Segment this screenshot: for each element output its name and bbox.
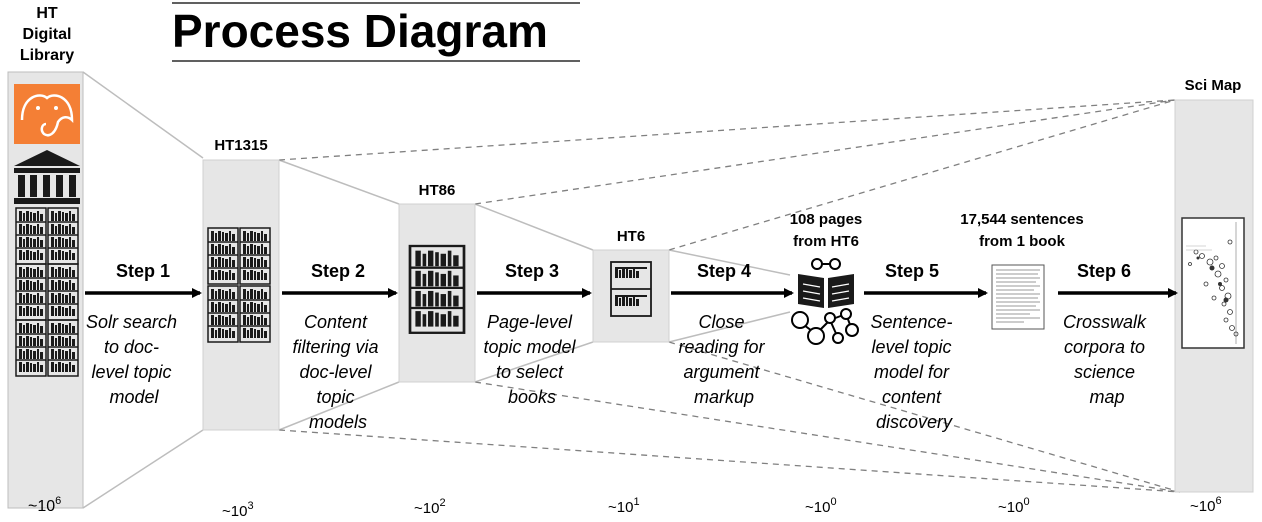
step-4-label: Step 4 — [697, 261, 751, 281]
stage-magnitude: ~102 — [414, 497, 446, 517]
stage-label-line2: from 1 book — [979, 233, 1065, 250]
stage-ht6: HT6 ~101 — [592, 228, 670, 516]
stage-sci-map: Sci Map ~106 — [1174, 77, 1254, 515]
stage-label-line1: 17,544 sentences — [960, 211, 1083, 228]
step-6-description: Crosswalk corpora to science map — [1063, 312, 1151, 407]
stage-label: HT1315 — [214, 137, 267, 154]
scimap-dashed-connectors — [278, 99, 1181, 493]
science-map-thumbnail-icon — [1181, 217, 1245, 349]
stage-ht1315: HT1315 ~103 — [202, 137, 280, 520]
title-block: Process Diagram — [172, 2, 580, 62]
step-4-description: Close reading for argument markup — [678, 312, 769, 407]
step-6-label: Step 6 — [1077, 261, 1131, 281]
page-title: Process Diagram — [172, 5, 548, 57]
stage-label: Sci Map — [1185, 77, 1242, 94]
step-3-description: Page-level topic model to select books — [483, 312, 580, 407]
stage-magnitude: ~100 — [998, 496, 1030, 516]
source-magnitude: ~106 — [28, 495, 61, 515]
stage-magnitude: ~101 — [608, 496, 640, 516]
stage-ht86: HT86 ~102 — [398, 182, 476, 517]
step-labels: Step 1 Step 2 Step 3 Step 4 Step 5 Step … — [116, 261, 1131, 281]
step-3-label: Step 3 — [505, 261, 559, 281]
stage-label-line1: 108 pages — [790, 211, 863, 228]
step-2-label: Step 2 — [311, 261, 365, 281]
stage-label-line2: from HT6 — [793, 233, 859, 250]
source-label-line1: HT — [36, 5, 58, 22]
step-1-description: Solr search to doc- level topic model — [86, 312, 182, 407]
stage-magnitude: ~106 — [1190, 495, 1222, 515]
funnel-connectors — [82, 71, 791, 509]
step-2-description: Content filtering via doc-level topic mo… — [292, 312, 383, 432]
stage-magnitude: ~100 — [805, 496, 837, 516]
stage-108-pages: 108 pages from HT6 — [790, 211, 863, 516]
stage-panel-bg — [202, 159, 280, 431]
close-reading-icon — [791, 258, 859, 345]
library-building-icon — [14, 150, 80, 204]
source-label-line3: Library — [20, 47, 74, 64]
source-label-line2: Digital — [23, 26, 72, 43]
step-1-label: Step 1 — [116, 261, 170, 281]
step-descriptions: Solr search to doc- level topic model Co… — [86, 312, 1151, 432]
hathitrust-logo-icon — [14, 84, 80, 144]
bookshelf-small-icon — [610, 261, 652, 317]
step-5-label: Step 5 — [885, 261, 939, 281]
document-page-icon — [991, 264, 1045, 330]
source-panel: HT Digital Library — [7, 5, 84, 515]
stage-label: HT6 — [617, 228, 645, 245]
step-5-description: Sentence- level topic model for content … — [870, 312, 957, 432]
stage-label: HT86 — [419, 182, 456, 199]
stage-magnitude: ~103 — [222, 500, 254, 520]
stage-17544-sentences: 17,544 sentences from 1 book ~100 — [960, 211, 1083, 516]
